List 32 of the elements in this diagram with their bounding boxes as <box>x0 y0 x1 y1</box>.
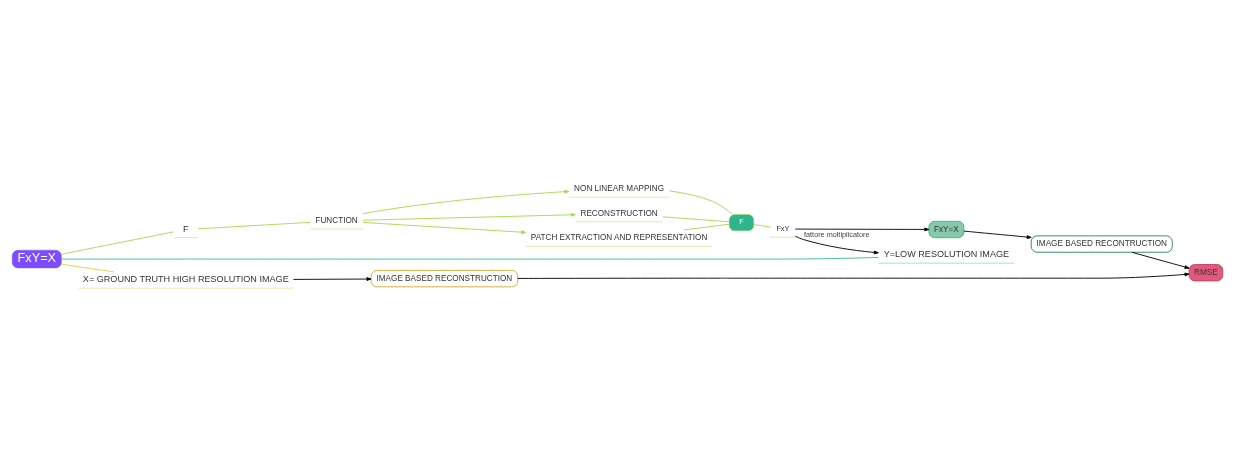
connector <box>683 223 730 230</box>
node-text: RECONSTRUCTION <box>580 208 658 218</box>
node-box: FxY=X <box>928 220 965 238</box>
node-text: X= GROUND TRUTH HIGH RESOLUTION IMAGE <box>82 273 289 284</box>
arrow <box>362 212 576 221</box>
arrow <box>794 235 879 254</box>
arrow <box>293 276 372 281</box>
connector <box>60 230 174 255</box>
connector <box>668 189 733 215</box>
arrow <box>963 230 1032 239</box>
connector <box>662 215 730 222</box>
node-text: Y=LOW RESOLUTION IMAGE <box>883 248 1010 259</box>
node-box: FxY=X <box>12 249 62 268</box>
connector <box>61 256 879 260</box>
node-text: F <box>183 223 189 234</box>
arrow <box>794 227 930 231</box>
node-box: F <box>728 213 754 231</box>
connector <box>753 223 772 228</box>
node-text: PATCH EXTRACTION AND REPRESENTATION <box>530 232 708 242</box>
node-box: IMAGE BASED RECONTRUCTION <box>1030 234 1173 253</box>
connector <box>60 263 115 272</box>
node-box: RMSE <box>1188 263 1224 281</box>
arrow <box>362 189 570 214</box>
node-text: FxY <box>776 223 790 233</box>
node-text: FUNCTION <box>315 215 358 225</box>
arrow <box>362 221 527 234</box>
edge-label: fattore moltiplicatore <box>804 229 870 239</box>
node-text: NON LINEAR MAPPING <box>574 183 665 193</box>
node-box: IMAGE BASED RECONSTRUCTION <box>370 269 519 287</box>
arrow <box>517 272 1190 279</box>
connector <box>197 221 311 229</box>
arrow <box>1131 251 1190 269</box>
